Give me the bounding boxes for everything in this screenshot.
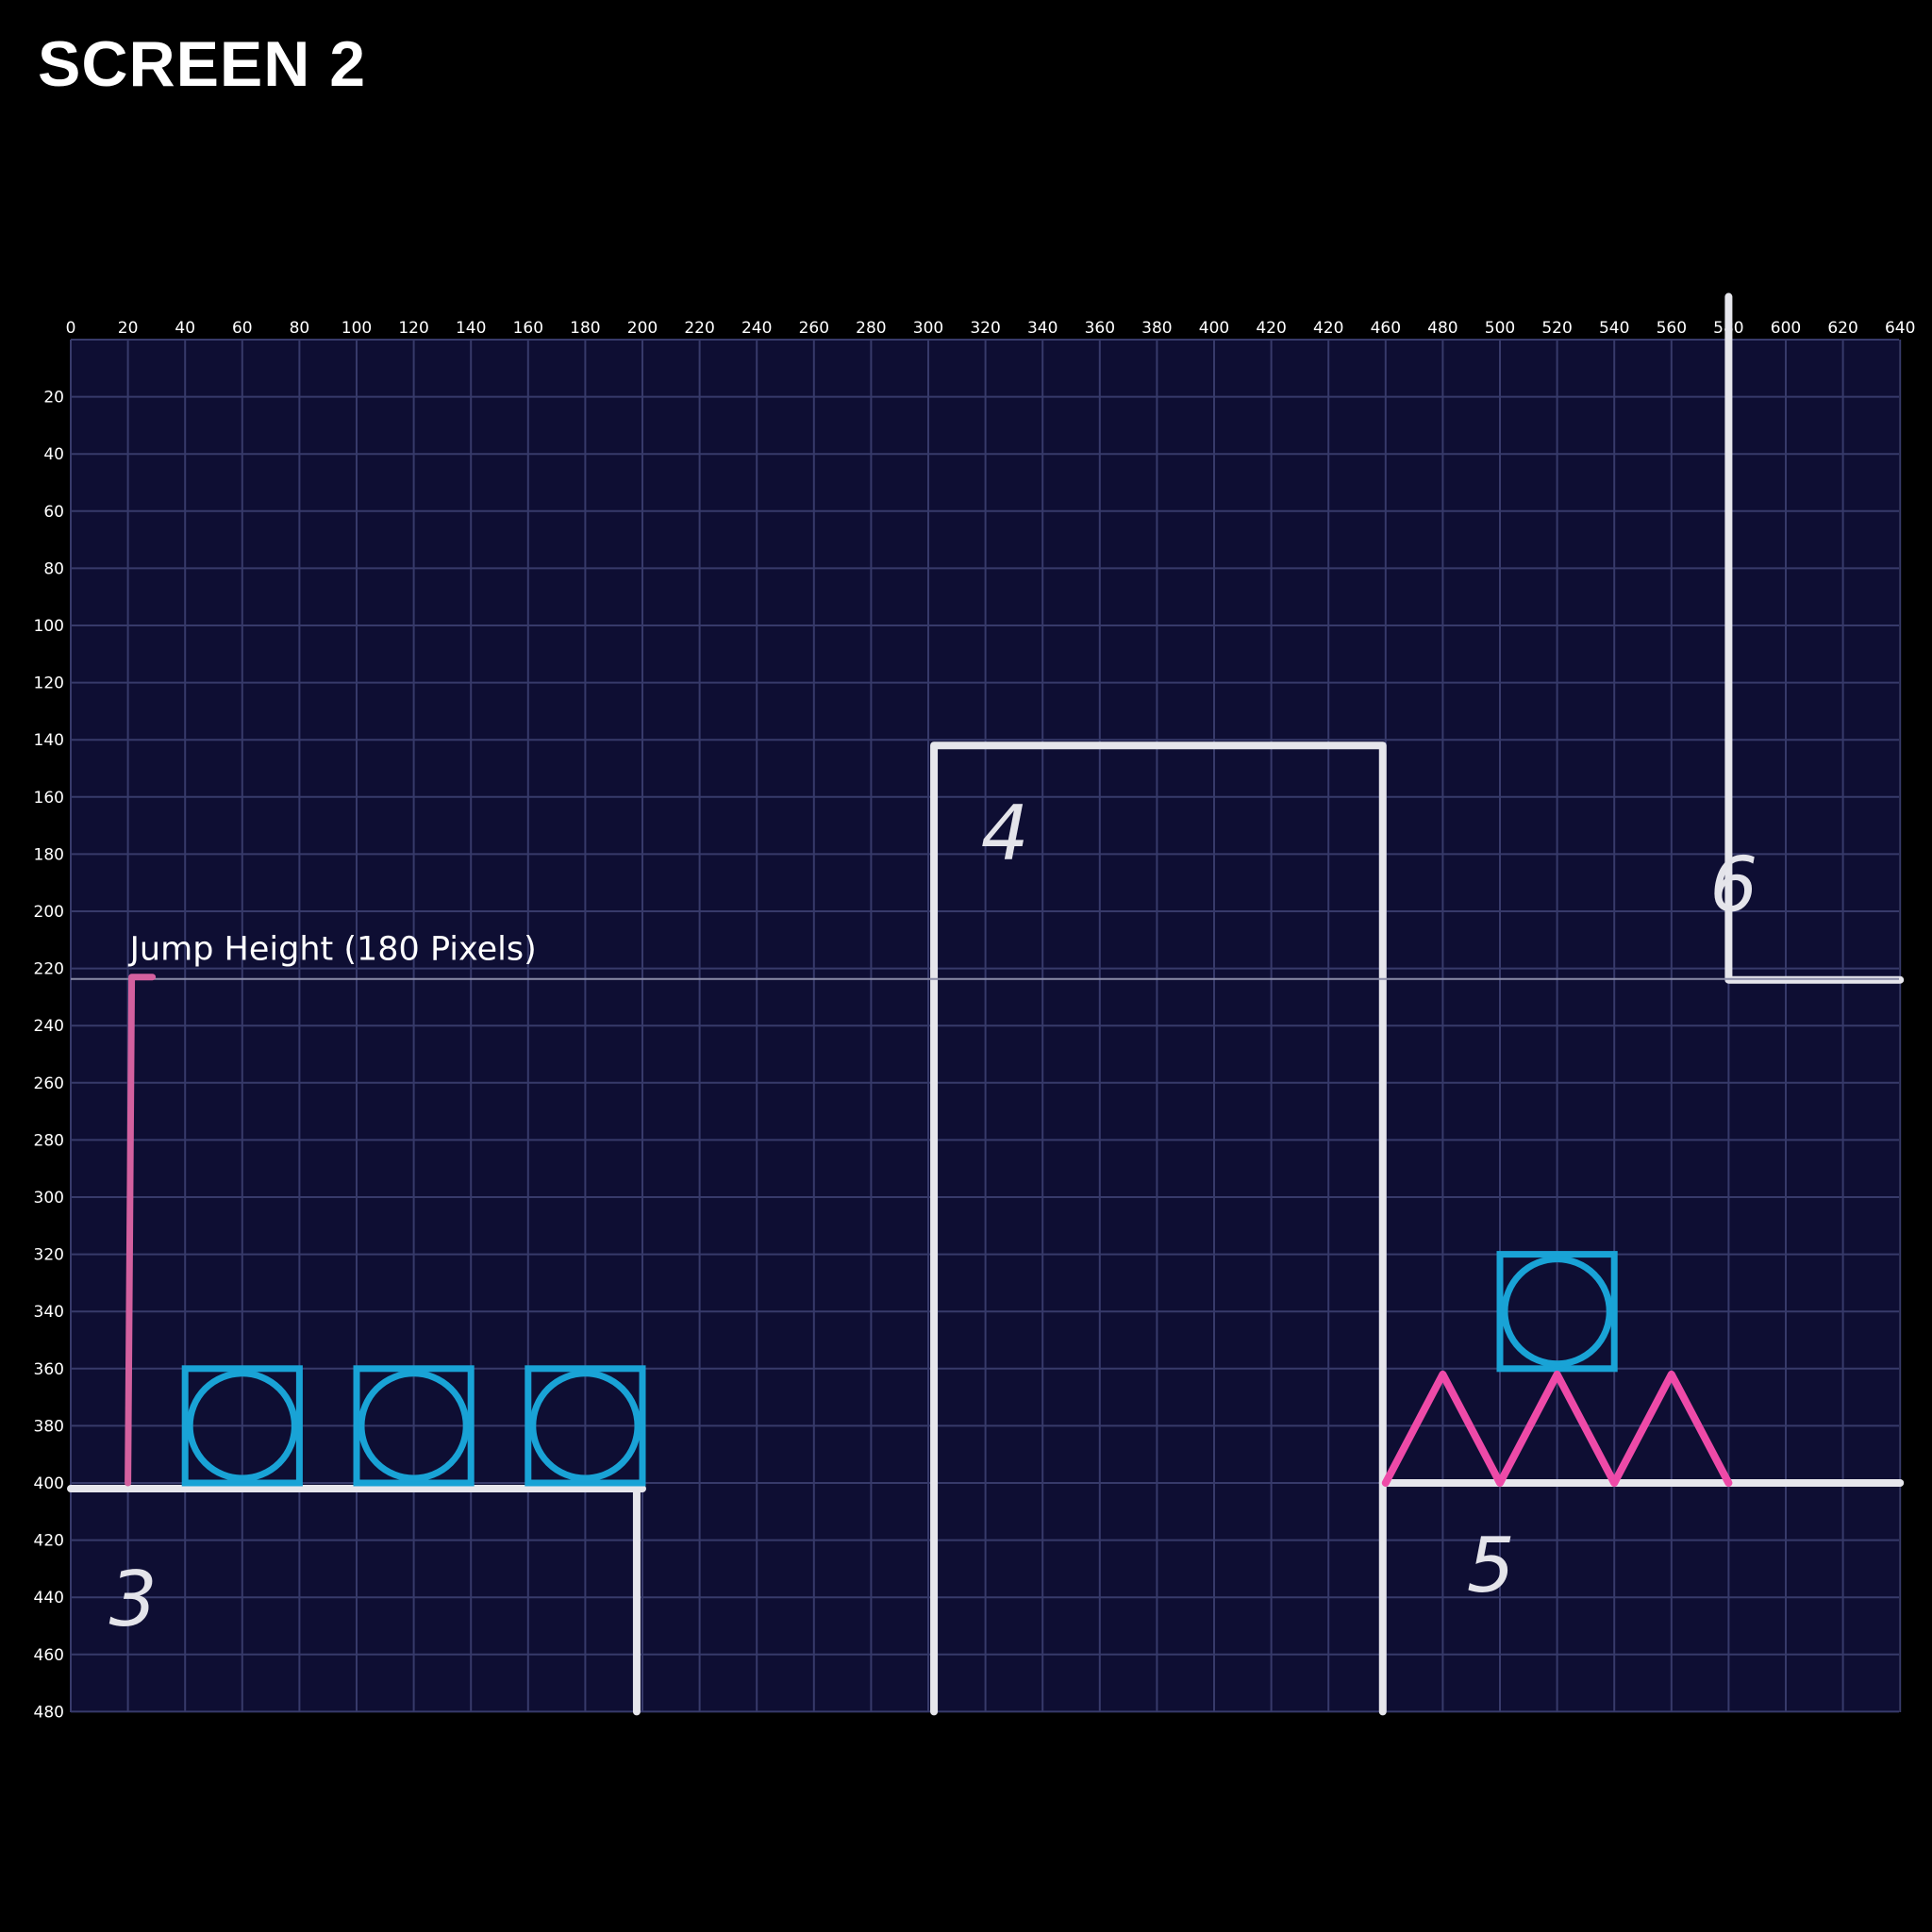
coin-ring xyxy=(529,1370,641,1482)
jump-height-marker xyxy=(125,974,157,1487)
wall-zone-6-wall xyxy=(1724,292,1905,984)
y-tick-label: 160 xyxy=(34,789,64,808)
y-tick-label: 260 xyxy=(34,1074,64,1093)
y-tick-label: 100 xyxy=(34,617,64,636)
y-tick-label: 300 xyxy=(34,1189,64,1208)
zone-number-3: 3 xyxy=(109,1556,158,1643)
y-tick-label: 360 xyxy=(34,1360,64,1379)
x-tick-label: 140 xyxy=(456,319,486,338)
x-tick-label: 200 xyxy=(627,319,658,338)
y-tick-label: 460 xyxy=(34,1646,64,1665)
x-tick-label: 280 xyxy=(856,319,886,338)
y-tick-label: 240 xyxy=(34,1017,64,1036)
x-tick-label: 260 xyxy=(799,319,829,338)
x-tick-label: 600 xyxy=(1771,319,1801,338)
y-tick-label: 120 xyxy=(34,675,64,693)
y-tick-label: 420 xyxy=(34,1532,64,1551)
x-tick-label: 180 xyxy=(570,319,600,338)
zone-number-5: 5 xyxy=(1467,1522,1515,1609)
x-tick-label: 60 xyxy=(232,319,253,338)
x-tick-label: 220 xyxy=(684,319,714,338)
screen-title: SCREEN 2 xyxy=(38,28,367,100)
y-tick-label: 220 xyxy=(34,960,64,979)
x-tick-label: 460 xyxy=(1371,319,1401,338)
y-tick-label: 320 xyxy=(34,1246,64,1265)
zone-number-6: 6 xyxy=(1709,841,1757,929)
y-tick-label: 180 xyxy=(34,845,64,864)
zone-labels: 3 4 5 6 xyxy=(109,790,1758,1643)
y-tick-label: 380 xyxy=(34,1417,64,1436)
x-tick-label: 120 xyxy=(398,319,428,338)
spike-hazard xyxy=(1381,1370,1733,1487)
x-tick-label: 480 xyxy=(1427,319,1457,338)
coin-ring xyxy=(1501,1256,1613,1368)
x-tick-label: 620 xyxy=(1827,319,1857,338)
x-axis-ticks: 0 20 40 60 80 100 120 140 160 180 200 220 240 260 280 3… xyxy=(66,319,1916,338)
x-tick-label: 640 xyxy=(1885,319,1915,338)
coin-coin-3 xyxy=(525,1365,646,1487)
x-tick-label: 300 xyxy=(913,319,943,338)
coin-box xyxy=(353,1365,475,1487)
jump-height-label: Jump Height (180 Pixels) xyxy=(128,931,537,969)
x-tick-label: 0 xyxy=(66,319,76,338)
x-tick-label: 420 xyxy=(1256,319,1286,338)
x-tick-label: 360 xyxy=(1085,319,1115,338)
y-tick-label: 40 xyxy=(43,445,64,464)
x-tick-label: 420 xyxy=(1313,319,1343,338)
y-tick-label: 280 xyxy=(34,1131,64,1150)
x-tick-label: 80 xyxy=(290,319,310,338)
wall-tower-4-outline xyxy=(930,741,1387,1716)
y-tick-label: 80 xyxy=(43,559,64,578)
y-tick-label: 400 xyxy=(34,1474,64,1493)
x-tick-label: 100 xyxy=(341,319,372,338)
coin-coin-1 xyxy=(181,1365,303,1487)
coin-box xyxy=(525,1365,646,1487)
x-tick-label: 380 xyxy=(1141,319,1172,338)
y-tick-label: 340 xyxy=(34,1303,64,1322)
x-tick-label: 520 xyxy=(1541,319,1572,338)
x-tick-label: 400 xyxy=(1199,319,1229,338)
x-tick-label: 40 xyxy=(175,319,195,338)
coin-box xyxy=(1496,1251,1618,1373)
x-tick-label: 320 xyxy=(970,319,1000,338)
coin-coin-4 xyxy=(1496,1251,1618,1373)
y-tick-label: 60 xyxy=(43,503,64,522)
coin-ring xyxy=(358,1370,470,1482)
y-tick-label: 140 xyxy=(34,731,64,750)
x-tick-label: 240 xyxy=(741,319,772,338)
x-tick-label: 20 xyxy=(118,319,139,338)
y-tick-label: 200 xyxy=(34,903,64,922)
x-tick-label: 560 xyxy=(1657,319,1687,338)
coin-ring xyxy=(186,1370,298,1482)
walls xyxy=(67,292,1905,1716)
coin-coin-2 xyxy=(353,1365,475,1487)
coins xyxy=(181,1251,1618,1487)
coin-box xyxy=(181,1365,303,1487)
zone-number-4: 4 xyxy=(981,790,1029,877)
y-tick-label: 480 xyxy=(34,1703,64,1722)
y-axis-ticks: 20 40 60 80 100 120 140 160 180 200 220 240 260 280 30… xyxy=(34,389,64,1723)
x-tick-label: 540 xyxy=(1599,319,1629,338)
x-tick-label: 340 xyxy=(1027,319,1058,338)
y-tick-label: 20 xyxy=(43,389,64,408)
y-tick-label: 440 xyxy=(34,1589,64,1607)
x-tick-label: 160 xyxy=(513,319,543,338)
x-tick-label: 500 xyxy=(1485,319,1515,338)
